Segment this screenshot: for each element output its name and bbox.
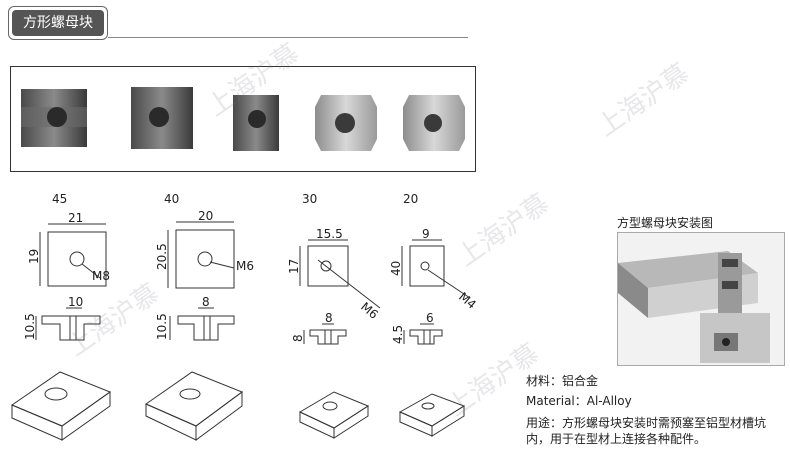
usage-line-1: 用途：方形螺母块安装时需预塞至铝型材槽坑 bbox=[526, 416, 767, 430]
dim-20-profile-height: 4.5 bbox=[391, 325, 405, 344]
drawing-45-top bbox=[39, 223, 107, 287]
size-label-40: 40 bbox=[164, 192, 180, 206]
dim-40-thread: M6 bbox=[236, 259, 254, 273]
nut-photo-5 bbox=[403, 95, 465, 151]
material-en: Material：Al-Alloy bbox=[526, 394, 632, 408]
photo-strip bbox=[10, 66, 476, 172]
dim-20-width: 9 bbox=[422, 227, 430, 241]
dim-30-profile-height: 8 bbox=[291, 334, 305, 342]
dim-30-width: 15.5 bbox=[316, 227, 343, 241]
dim-45-profile-height: 10.5 bbox=[23, 313, 37, 340]
nut-photo-3 bbox=[233, 95, 279, 151]
dim-40-profile-width: 8 bbox=[202, 295, 210, 309]
drawing-45-profile bbox=[35, 307, 101, 341]
install-photo bbox=[617, 232, 785, 366]
dim-40-profile-height: 10.5 bbox=[155, 313, 169, 340]
technical-drawings: 21 19 M8 10 10.5 20 20.5 M6 8 10.5 15.5 … bbox=[10, 209, 479, 441]
size-label-30: 30 bbox=[302, 192, 318, 206]
header-tab-border bbox=[8, 6, 108, 40]
size-label-45: 45 bbox=[52, 192, 68, 206]
drawing-30-iso bbox=[298, 391, 370, 439]
header-rule bbox=[108, 37, 468, 38]
dim-45-width: 21 bbox=[68, 211, 83, 225]
drawing-30-profile bbox=[303, 323, 347, 345]
nut-photos bbox=[21, 87, 465, 151]
dim-30-profile-width: 8 bbox=[325, 311, 333, 325]
material-cn: 材料：铝合金 bbox=[526, 374, 599, 388]
dim-45-profile-width: 10 bbox=[68, 295, 83, 309]
drawing-30-top bbox=[299, 239, 381, 309]
dim-30-thread: M6 bbox=[358, 300, 381, 322]
header-tab: 方形螺母块 bbox=[8, 6, 108, 40]
watermark: 上海沪慕 bbox=[592, 58, 695, 143]
dim-20-thread: M4 bbox=[456, 290, 479, 312]
nut-photo-1 bbox=[21, 89, 87, 147]
dim-40-width: 20 bbox=[198, 209, 213, 223]
size-label-20: 20 bbox=[403, 192, 419, 206]
install-title: 方型螺母块安装图 bbox=[617, 216, 714, 230]
dim-20-height: 40 bbox=[389, 261, 403, 276]
drawing-20-top bbox=[401, 239, 471, 299]
drawing-40-profile bbox=[169, 307, 235, 341]
dim-30-height: 17 bbox=[287, 259, 301, 274]
nut-photo-2 bbox=[131, 87, 193, 149]
drawing-20-iso bbox=[398, 393, 466, 437]
drawing-40-top bbox=[167, 221, 235, 289]
usage-line-2: 内，用于在型材上连接各种配件。 bbox=[526, 432, 707, 446]
dim-45-height: 19 bbox=[27, 249, 41, 264]
nut-photo-4 bbox=[315, 95, 377, 151]
page-title: 方形螺母块 bbox=[12, 10, 104, 36]
dim-20-profile-width: 6 bbox=[426, 311, 434, 325]
drawing-40-iso bbox=[144, 371, 244, 441]
dim-45-thread: M8 bbox=[92, 269, 110, 283]
drawing-20-profile bbox=[403, 323, 443, 345]
dim-40-height: 20.5 bbox=[155, 243, 169, 270]
drawing-45-iso bbox=[10, 371, 112, 441]
install-illustration bbox=[618, 233, 784, 365]
